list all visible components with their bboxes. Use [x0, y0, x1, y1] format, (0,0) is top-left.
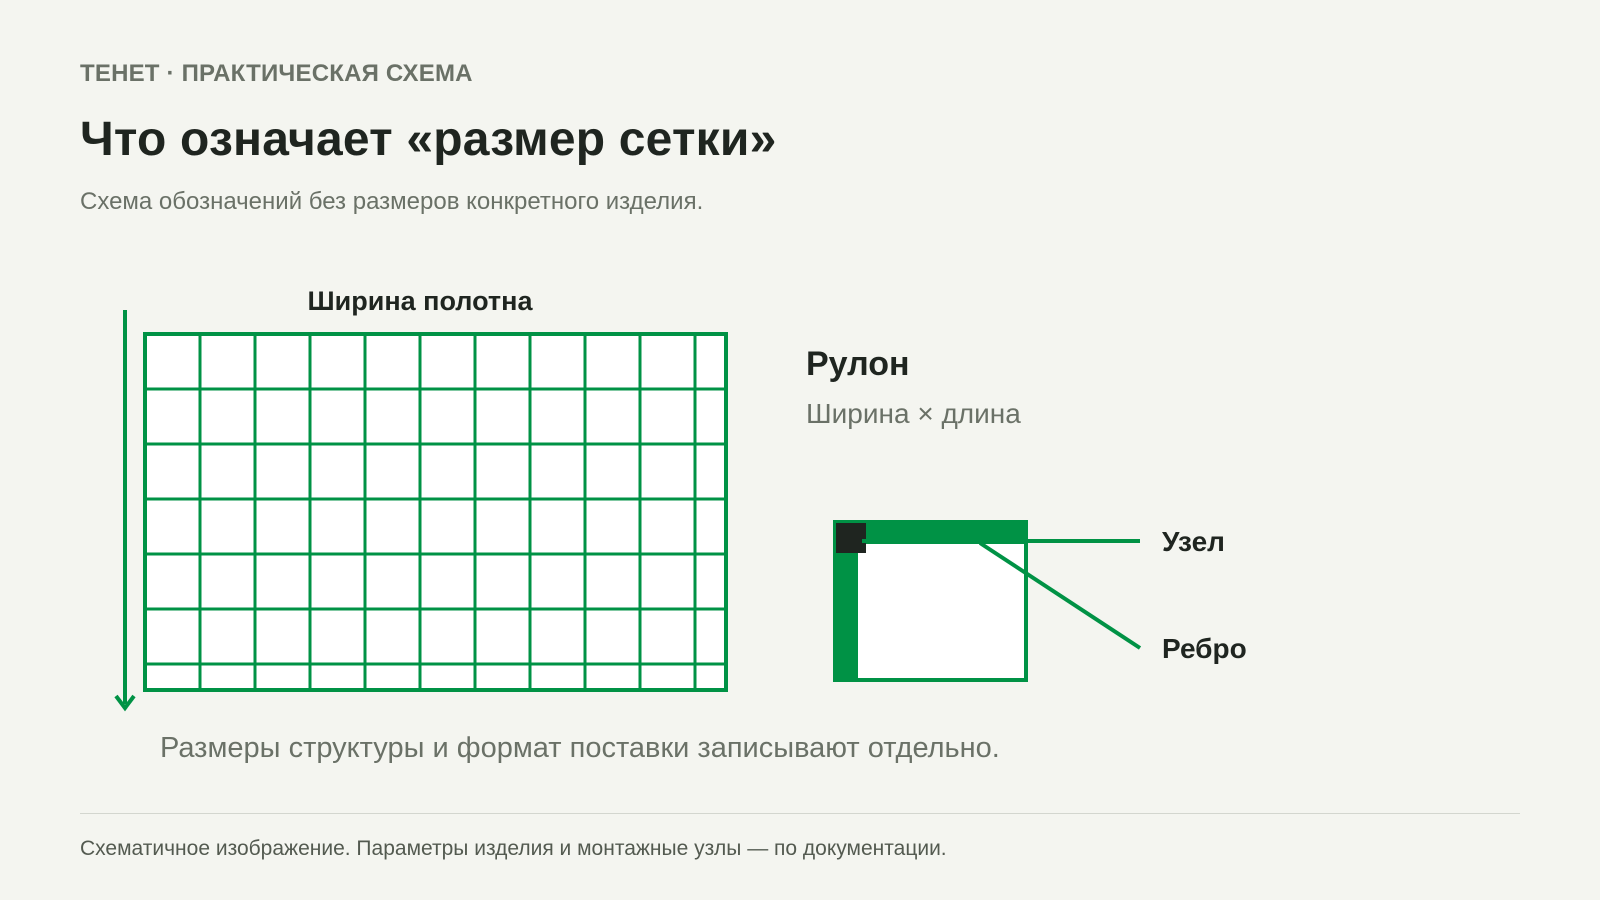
node-square — [836, 523, 866, 553]
mesh-grid — [143, 332, 728, 692]
cell-detail — [833, 520, 1142, 682]
page-title: Что означает «размер сетки» — [80, 113, 777, 166]
mesh-border — [143, 332, 728, 692]
eyebrow: ТЕНЕТ · ПРАКТИЧЕСКАЯ СХЕМА — [80, 60, 473, 87]
mesh-fill — [145, 334, 726, 690]
roll-title: Рулон — [806, 345, 910, 383]
footer-note: Схематичное изображение. Параметры издел… — [80, 837, 947, 860]
diagram-caption: Размеры структуры и формат поставки запи… — [160, 732, 1000, 764]
roll-formula: Ширина × длина — [806, 398, 1021, 429]
width-label: Ширина полотна — [308, 286, 534, 316]
edge-leader — [978, 541, 1142, 650]
length-arrow — [114, 310, 136, 712]
mesh-lines — [145, 334, 726, 690]
edge-left — [835, 522, 858, 680]
footer-divider — [80, 813, 1520, 814]
edge-top — [835, 522, 1026, 544]
page-subtitle: Схема обозначений без размеров конкретно… — [80, 188, 704, 215]
node-label: Узел — [1162, 526, 1225, 557]
edge-label: Ребро — [1162, 633, 1247, 664]
